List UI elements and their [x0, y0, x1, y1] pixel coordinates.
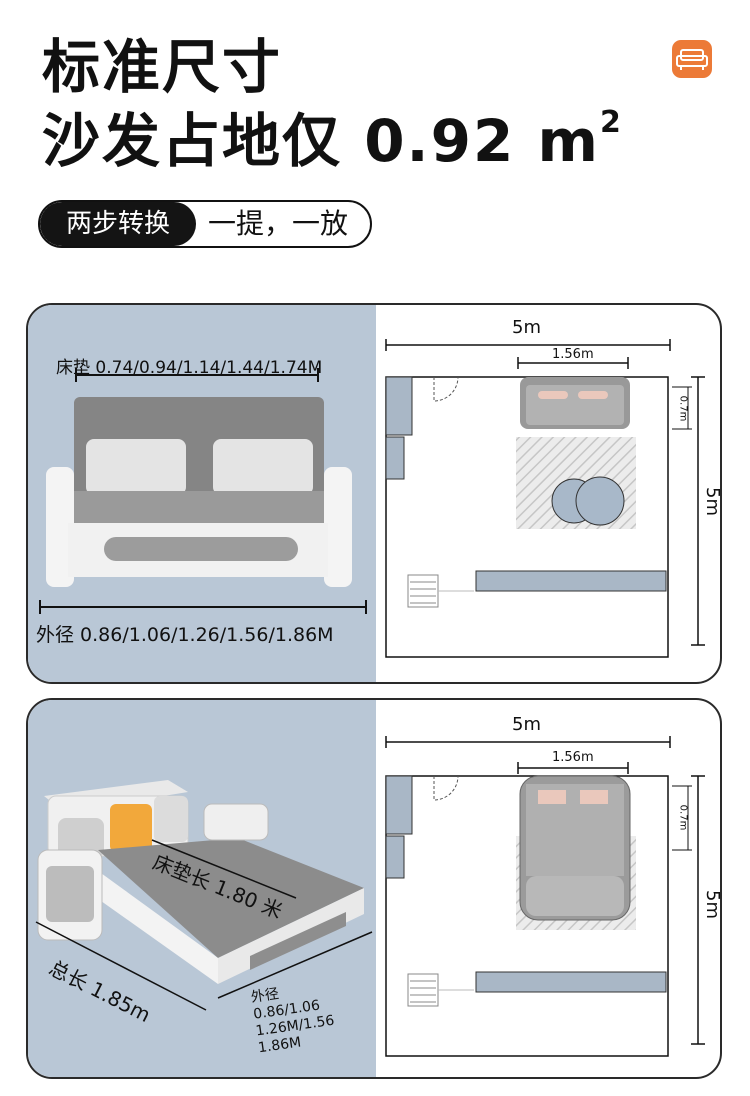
room-width-label: 5m: [512, 317, 541, 338]
page-title: 标准尺寸: [42, 33, 283, 101]
sofa-illustration: [39, 339, 705, 658]
outer-size-label: 外径 0.86/1.06 1.26M/1.56 1.86M: [250, 986, 336, 1057]
sofa-icon: [672, 40, 712, 78]
sofa-depth-label: 0.7m: [677, 804, 689, 831]
room-width-label: 5m: [512, 714, 541, 735]
badge-left: 两步转换: [40, 202, 196, 246]
badge-right: 一提，一放: [208, 207, 349, 240]
mattress-size-label: 床垫 0.74/0.94/1.14/1.44/1.74M: [56, 358, 323, 378]
sofa-width-label: 1.56m: [552, 750, 594, 765]
outer-size-label: 外径 0.86/1.06/1.26/1.56/1.86M: [36, 624, 334, 646]
page-subtitle: 沙发占地仅 0.92 m2: [42, 105, 623, 175]
sofa-depth-label: 0.7m: [677, 395, 689, 422]
bed-illustration: [35, 736, 705, 1057]
conversion-badge: 两步转换 一提，一放: [38, 200, 372, 248]
room-height-label: 5m: [702, 890, 722, 919]
sofa-mode-panel: 床垫 0.74/0.94/1.14/1.44/1.74M 外径 0.86/1.0…: [26, 303, 722, 684]
room-height-label: 5m: [702, 487, 722, 516]
bed-mode-panel: 床垫长 1.80 米 总长 1.85m 外径 0.86/1.06 1.26M/1…: [26, 698, 722, 1079]
sofa-width-label: 1.56m: [552, 347, 594, 362]
